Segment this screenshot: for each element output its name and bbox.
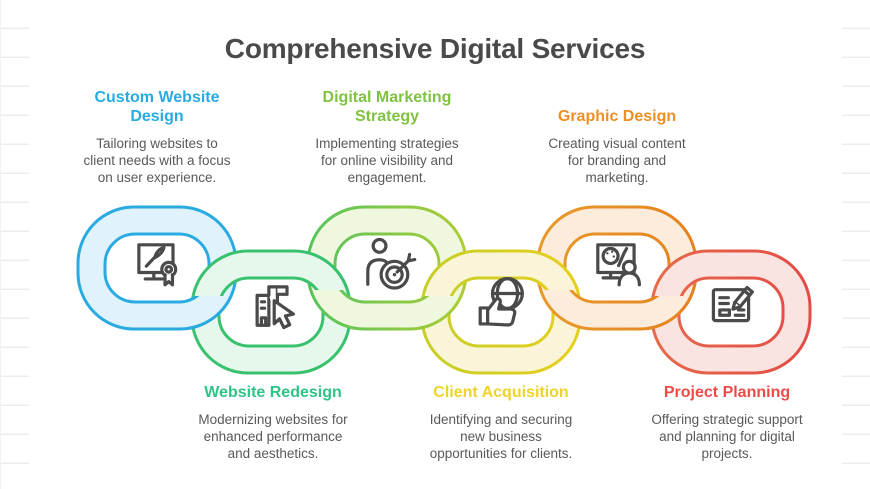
service-title: Digital Marketing Strategy: [322, 89, 452, 125]
service-block-website-redesign: Website Redesign Modernizing websites fo…: [168, 383, 378, 462]
chain-link-3: [417, 296, 463, 331]
person-target-icon: [366, 237, 417, 290]
service-title: Website Redesign: [204, 384, 342, 401]
service-description: Offering strategic support and planning …: [651, 412, 803, 461]
chain-link-4: [533, 250, 579, 290]
service-description: Identifying and securing new business op…: [429, 412, 573, 461]
service-title: Graphic Design: [557, 108, 677, 125]
service-block-graphic-design: Graphic Design Creating visual content f…: [517, 86, 717, 186]
chain-link-2: [303, 250, 349, 290]
service-block-digital-marketing-strategy: Digital Marketing Strategy Implementing …: [287, 86, 487, 186]
service-title: Client Acquisition: [433, 384, 569, 401]
service-block-project-planning: Project Planning Offering strategic supp…: [622, 383, 832, 462]
service-block-custom-website-design: Custom Website Design Tailoring websites…: [57, 86, 257, 186]
ruled-lines-right: [842, 0, 870, 489]
ruled-lines-left: [0, 0, 29, 489]
service-description: Tailoring websites to client needs with …: [83, 136, 231, 185]
building-cursor-icon: [255, 285, 295, 330]
document-pencil-icon: [711, 285, 754, 323]
service-title: Custom Website Design: [94, 89, 220, 125]
monitor-palette-person-icon: [596, 243, 641, 287]
thumbsup-globe-icon: [478, 276, 524, 327]
service-block-client-acquisition: Client Acquisition Identifying and secur…: [396, 383, 606, 462]
service-description: Implementing strategies for online visib…: [315, 136, 459, 185]
service-title: Project Planning: [663, 384, 791, 401]
chain-link-5: [647, 296, 693, 331]
chain-link-1: [187, 296, 233, 331]
service-description: Modernizing websites for enhanced perfor…: [198, 412, 348, 461]
monitor-paintbrush-award-icon: [137, 243, 178, 287]
service-description: Creating visual content for branding and…: [548, 136, 686, 185]
page-title: Comprehensive Digital Services: [224, 32, 646, 64]
